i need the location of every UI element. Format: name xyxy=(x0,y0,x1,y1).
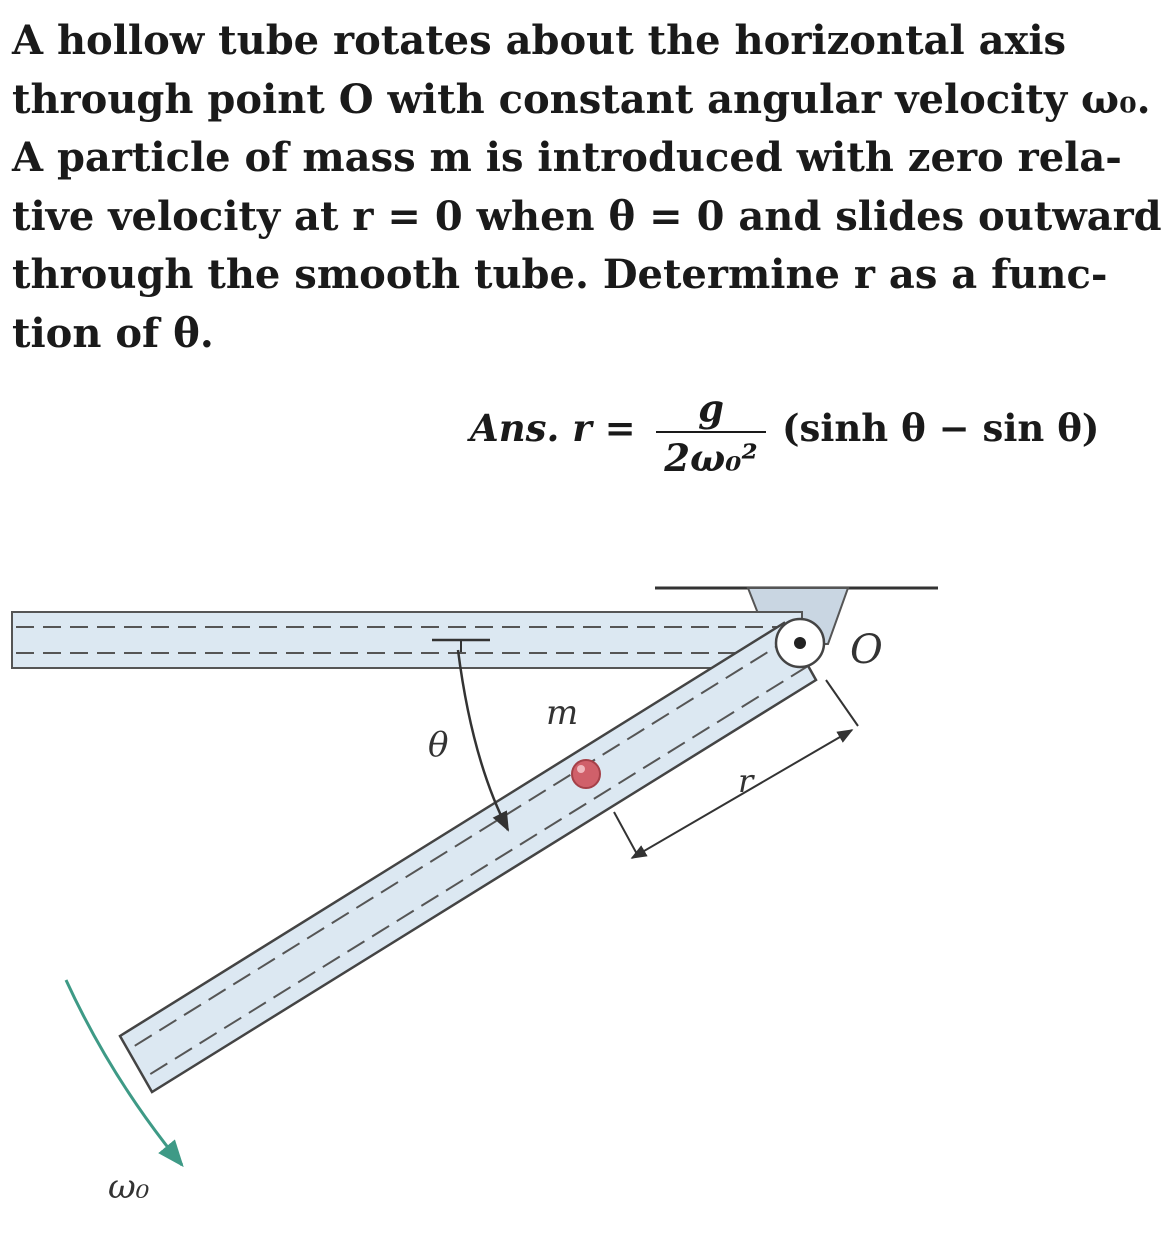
reference-tube-horizontal xyxy=(11,611,803,669)
label-omega0: ω₀ xyxy=(108,1167,150,1207)
answer-equation: Ans. r = g 2ω₀² (sinh θ − sin θ) xyxy=(470,386,1110,496)
label-theta: θ xyxy=(428,725,448,765)
answer-fraction: g 2ω₀² xyxy=(656,386,766,490)
problem-statement: A hollow tube rotates about the horizont… xyxy=(12,12,1162,363)
particle-highlight xyxy=(577,765,585,773)
rotating-tube-wall-bottom xyxy=(143,665,809,1079)
r-dimension-extension-outer xyxy=(825,679,859,727)
problem-line-1: A hollow tube rotates about the horizont… xyxy=(12,17,1067,64)
problem-line-2: through point O with constant angular ve… xyxy=(12,75,1151,123)
angle-theta-arc xyxy=(456,649,510,832)
problem-line-6: tion of θ. xyxy=(12,309,214,357)
answer-rhs: (sinh θ − sin θ) xyxy=(782,406,1100,450)
problem-line-5: through the smooth tube. Determine r as … xyxy=(12,251,1108,298)
problem-line-4: tive velocity at r = 0 when θ = 0 and sl… xyxy=(12,192,1162,240)
fraction-bar xyxy=(656,431,766,433)
rotating-tube-wall-top xyxy=(127,636,793,1051)
answer-lhs: Ans. r = xyxy=(470,406,636,450)
rotating-tube xyxy=(118,621,818,1094)
particle-mass xyxy=(571,759,601,789)
r-dimension-extension-inner xyxy=(613,811,639,857)
rotating-tube-figure: O m θ r ω₀ xyxy=(11,586,938,1207)
problem-line-3: A particle of mass m is introduced with … xyxy=(12,134,1122,181)
r-dimension-line xyxy=(630,729,854,859)
pivot-center-dot xyxy=(794,637,806,649)
fraction-numerator: g xyxy=(698,386,724,430)
fraction-denominator: 2ω₀² xyxy=(664,436,758,480)
label-pivot-o: O xyxy=(850,627,883,673)
label-r: r xyxy=(738,762,755,800)
angular-velocity-arrow xyxy=(64,979,184,1168)
label-mass-m: m xyxy=(546,693,578,733)
